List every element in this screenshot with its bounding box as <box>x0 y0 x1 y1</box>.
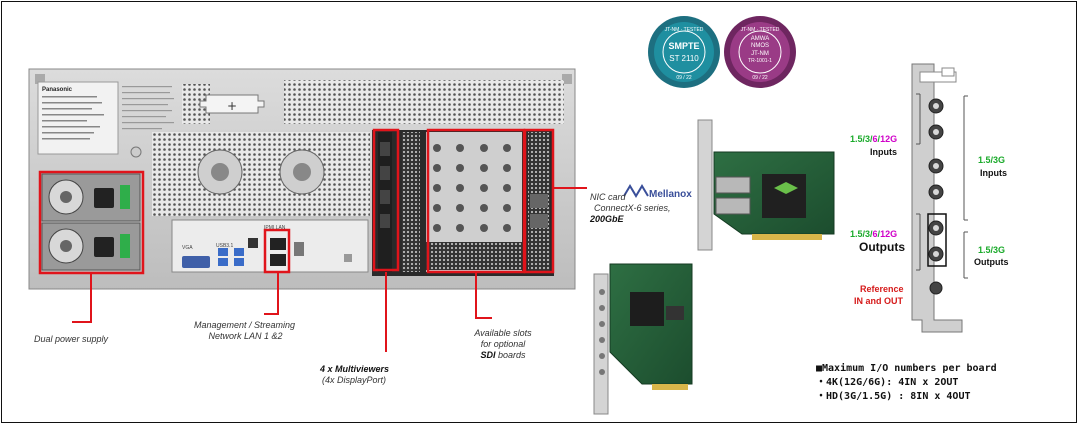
smpte-badge-top: JT-NM · TESTED <box>664 27 704 33</box>
outputs-speed-left: 1.5/3/6/12G <box>850 228 897 241</box>
multiviewer-highlight <box>372 128 400 272</box>
multiviewer-callout: 4 x Multiviewers (4x DisplayPort) <box>320 364 390 386</box>
speed-part: 1.5/3/ <box>850 229 873 239</box>
inputs-left-label: Inputs <box>870 147 897 157</box>
nmos-badge-top: JT-NM · TESTED <box>740 27 780 33</box>
sdi-slots-callout: Available slots for optional SDI boards <box>470 328 536 361</box>
svg-text:+: + <box>227 99 237 113</box>
network-callout-line1: Management / Streaming <box>194 320 296 330</box>
speed-part: 6 <box>872 134 878 144</box>
inputs-speed-left: 1.5/3/6/12G <box>850 133 897 146</box>
bracket-braces <box>916 93 968 279</box>
nmos-badge-bottom: 09 / 22 <box>752 75 768 81</box>
leader-lines <box>72 187 587 352</box>
sdi-slots-line2: for optional <box>480 339 526 349</box>
max-io-line2: ・HD(3G/1.5G) : 8IN x 4OUT <box>816 391 971 402</box>
reference-line1: Reference <box>860 284 904 294</box>
nic-card-image <box>697 119 835 251</box>
nmos-badge <box>724 16 796 88</box>
nic-highlight <box>523 128 555 274</box>
sdi-slots-bold: SDI <box>480 350 496 360</box>
sdi-slots-suffix: boards <box>495 350 526 360</box>
outputs-speed-right: 1.5/3G <box>978 245 1006 255</box>
speed-part: 6 <box>872 229 878 239</box>
nic-line1: NIC card <box>590 192 626 202</box>
max-io-title: ■Maximum I/O numbers per board <box>816 363 997 374</box>
multiviewer-bold: Multiviewers <box>335 364 390 374</box>
multiviewer-sub: (4x DisplayPort) <box>321 375 386 385</box>
nic-line2: ConnectX-6 series, <box>594 203 671 213</box>
sdi-card-photo <box>593 263 693 415</box>
speed-part: / <box>877 229 881 239</box>
speed-part: 12G <box>880 229 898 239</box>
nmos-badge-main2: NMOS <box>751 43 769 49</box>
smpte-badge-main1: SMPTE <box>668 41 700 51</box>
mellanox-logo-icon <box>623 184 649 198</box>
max-io-line1: ・4K(12G/6G): 4IN x 2OUT <box>816 377 959 388</box>
nmos-badge-main4: TR-1001-1 <box>748 58 772 64</box>
multiviewer-count: 4 x <box>320 364 336 374</box>
smpte-badge-main2: ST 2110 <box>669 54 699 63</box>
inputs-right-label: Inputs <box>980 168 1007 178</box>
outputs-right-label: Outputs <box>974 257 1009 267</box>
nmos-badge-main1: AMWA <box>750 36 770 42</box>
mellanox-brand: Mellanox <box>649 189 692 200</box>
smpte-badge-bottom: 09 / 22 <box>676 75 692 81</box>
chassis-brand: Panasonic <box>42 87 73 93</box>
nic-callout: NIC card ConnectX-6 series, 200GbE <box>590 192 671 225</box>
network-callout-line2: Network LAN 1 &2 <box>208 331 283 341</box>
reference-line2: IN and OUT <box>854 296 903 306</box>
usb-label: USB3.1 <box>216 243 234 249</box>
speed-part: / <box>877 134 881 144</box>
smpte-badge <box>648 16 720 88</box>
server-chassis-rear: + <box>28 68 576 290</box>
sdi-bracket <box>911 63 963 333</box>
speed-part: 12G <box>880 134 898 144</box>
network-callout: Management / Streaming Network LAN 1 &2 <box>194 320 295 342</box>
nmos-badge-main3: JT-NM <box>751 51 769 57</box>
speed-part: 1.5/3/ <box>850 134 873 144</box>
sdi-slots-line1: Available slots <box>474 328 532 338</box>
power-supply-callout: Dual power supply <box>34 334 109 344</box>
nic-line3: 200GbE <box>590 214 624 224</box>
ipmi-label: IPMI LAN <box>264 225 286 231</box>
outputs-left-label: Outputs <box>859 240 905 254</box>
inputs-speed-right: 1.5/3G <box>978 155 1006 165</box>
vga-label: VGA <box>182 245 193 251</box>
